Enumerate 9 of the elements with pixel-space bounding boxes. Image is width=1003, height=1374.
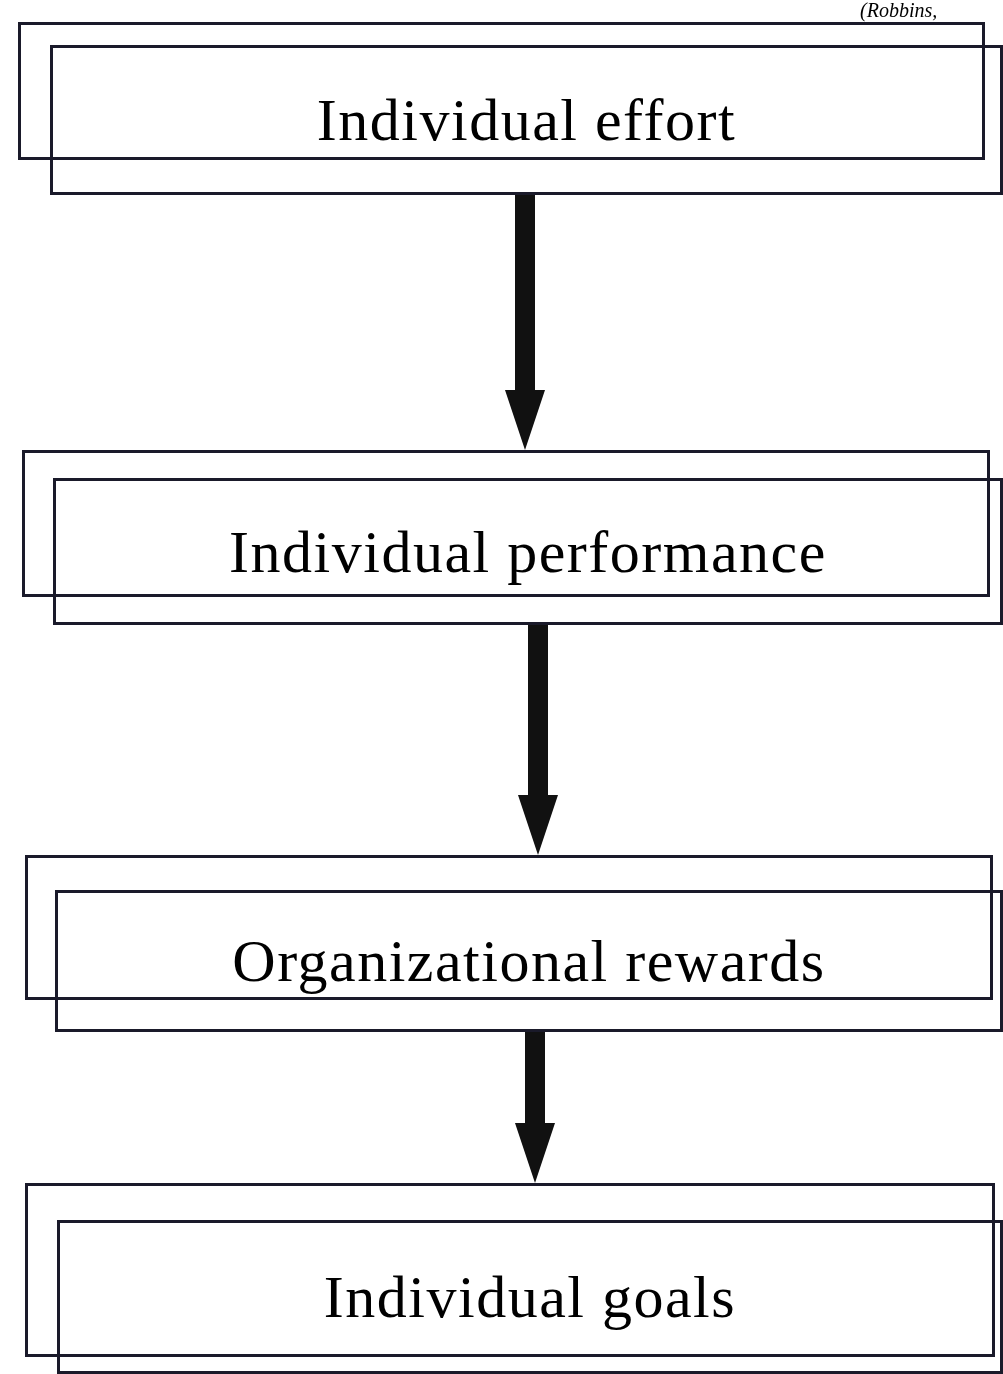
arrow [515,1032,555,1183]
box-label: Individual effort [316,90,737,150]
process-box [50,45,1003,195]
arrow [505,195,545,450]
citation-text: (Robbins, [860,0,938,20]
process-box [53,478,1003,625]
process-box [55,890,1003,1032]
process-box [57,1220,1003,1374]
arrow [518,625,558,855]
